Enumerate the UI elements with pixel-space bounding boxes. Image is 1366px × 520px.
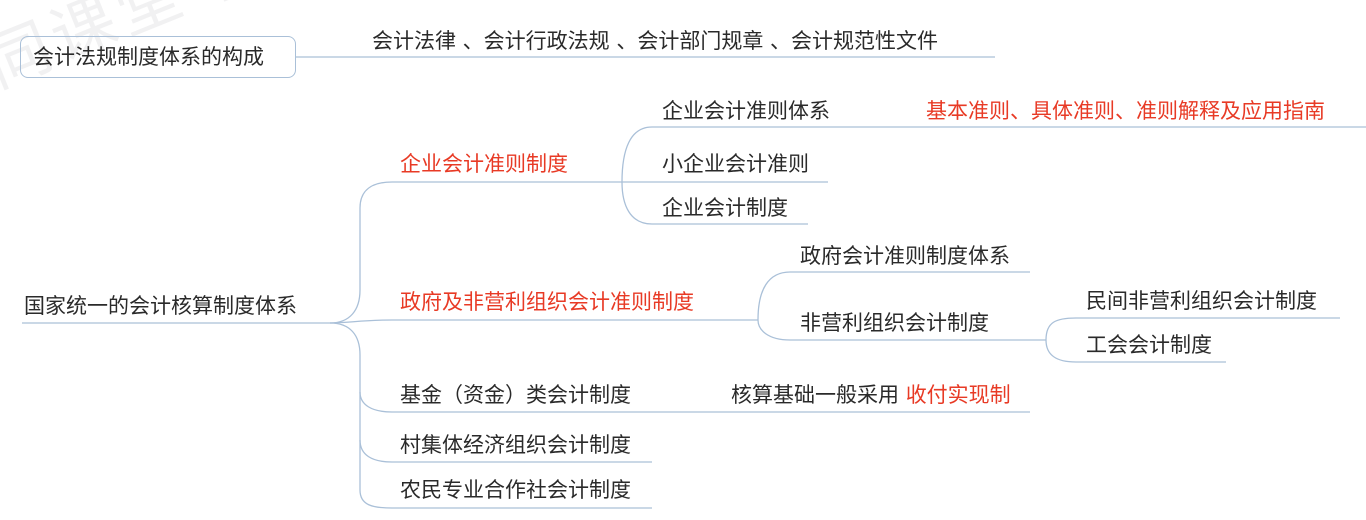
connector-enterprise-system [621, 181, 653, 225]
connector-nonprofit [757, 319, 791, 341]
connector-nonprofit-children [1045, 317, 1077, 341]
connector-enterprise-children [621, 126, 653, 183]
fund-basis-highlight: 收付实现制 [905, 383, 1011, 407]
connector-fund [359, 391, 393, 413]
node-government-nonprofit: 政府及非营利组织会计准则制度 [400, 290, 694, 314]
root-node-accounting-system: 国家统一的会计核算制度体系 [24, 294, 297, 318]
node-legal-components: 会计法律 、会计行政法规 、会计部门规章 、会计规范性文件 [372, 29, 939, 53]
node-village-collective: 村集体经济组织会计制度 [400, 433, 631, 457]
node-nonprofit-system: 非营利组织会计制度 [800, 311, 989, 335]
node-farmers-cooperative: 农民专业合作社会计制度 [400, 478, 631, 502]
node-civil-nonprofit: 民间非营利组织会计制度 [1086, 289, 1317, 313]
node-enterprise-standards: 企业会计准则制度 [400, 152, 568, 176]
node-standard-details: 基本准则、具体准则、准则解释及应用指南 [926, 99, 1325, 123]
node-enterprise-accounting-system: 企业会计制度 [662, 196, 788, 220]
node-fund-accounting: 基金（资金）类会计制度 [400, 383, 631, 407]
connector-village [359, 439, 393, 463]
node-enterprise-standard-system: 企业会计准则体系 [662, 99, 830, 123]
node-government-standard-system: 政府会计准则制度体系 [800, 244, 1010, 268]
node-small-enterprise-standards: 小企业会计准则 [662, 152, 809, 176]
node-union-accounting: 工会会计制度 [1086, 333, 1212, 357]
root-node-legal-system: 会计法规制度体系的构成 [33, 45, 264, 69]
connector-lower-spine [329, 322, 393, 509]
connector-spine [329, 181, 393, 324]
root-node-box[interactable] [20, 36, 296, 78]
connector-union [1045, 339, 1077, 363]
node-fund-basis: 核算基础一般采用 收付实现制 [731, 385, 1011, 406]
fund-basis-prefix: 核算基础一般采用 [731, 383, 899, 407]
connector-gov-children [757, 271, 791, 321]
